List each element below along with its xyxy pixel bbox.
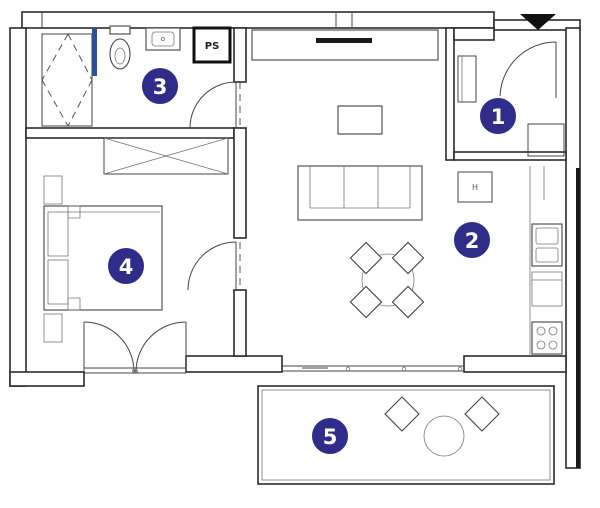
svg-text:3: 3: [153, 75, 168, 99]
shower-glass-bar: [92, 28, 97, 76]
living-room: [251, 29, 464, 372]
room-badge-1: 1: [478, 96, 518, 136]
svg-text:1: 1: [491, 105, 506, 129]
balcony: [257, 385, 555, 485]
right-window: [576, 168, 580, 468]
living-sliding-door: [282, 365, 464, 372]
entry-door: [499, 41, 557, 99]
cabinet-tag: H: [472, 183, 478, 192]
dining-table-icon: [349, 241, 425, 319]
bathroom: PS: [41, 25, 241, 129]
bedroom-balcony-doors: [83, 321, 187, 374]
sofa-icon: [297, 165, 423, 221]
kitchen: H: [457, 166, 580, 468]
sink-icon: [145, 27, 181, 51]
interior-walls: [25, 27, 567, 357]
outer-walls: [9, 11, 581, 469]
room-badge-3: 3: [140, 66, 180, 106]
room-badge-5: 5: [310, 416, 350, 456]
room-badge-2: 2: [452, 220, 492, 260]
ps-shaft-label: PS: [205, 41, 220, 52]
stove-icon: [531, 321, 563, 355]
toilet-icon: [109, 25, 131, 70]
tv-icon: [316, 38, 372, 43]
kitchen-sink-icon: [531, 223, 563, 267]
svg-text:5: 5: [323, 425, 338, 449]
ps-shaft: [192, 26, 232, 64]
svg-text:4: 4: [119, 255, 134, 279]
svg-text:2: 2: [465, 229, 480, 253]
bathroom-door: [189, 81, 241, 129]
room-badge-4: 4: [106, 246, 146, 286]
bedroom-door: [187, 241, 241, 291]
hall: [457, 14, 565, 157]
entrance-arrow-icon: [520, 14, 556, 30]
